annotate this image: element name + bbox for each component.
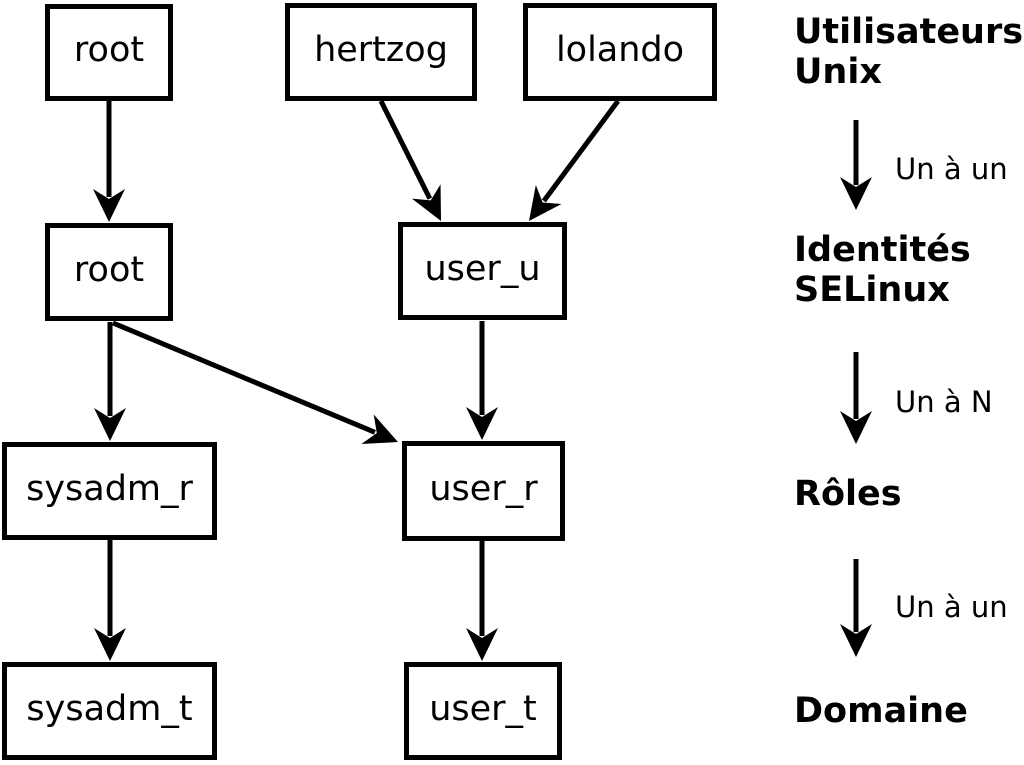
legend-heading-line: Unix xyxy=(794,52,882,92)
node-unix-user-root: root xyxy=(45,4,173,101)
node-selinux-identity-user-u: user_u xyxy=(398,222,567,320)
legend-heading-line: Domaine xyxy=(794,691,968,731)
node-domain-sysadm-t: sysadm_t xyxy=(2,662,217,760)
legend-relation-one-to-one: Un à un xyxy=(895,152,1008,186)
edge-unix-lolando-to-selinux-user-u xyxy=(529,99,621,222)
node-role-user-r: user_r xyxy=(402,441,565,541)
legend-heading-line: Utilisateurs xyxy=(794,12,1024,52)
legend-heading-line: Rôles xyxy=(794,474,902,514)
legend-heading-domain: Domaine xyxy=(794,691,968,731)
edge-unix-hertzog-to-selinux-user-u xyxy=(378,99,442,221)
node-selinux-identity-root: root xyxy=(45,223,173,321)
legend-heading-line: SELinux xyxy=(794,270,950,310)
node-unix-user-hertzog: hertzog xyxy=(285,3,477,101)
legend-heading-unix-users: Utilisateurs Unix xyxy=(794,12,1023,92)
legend-heading-selinux-identities: Identités SELinux xyxy=(794,230,971,310)
legend-heading-line: Identités xyxy=(794,230,971,270)
legend-relation-one-to-n: Un à N xyxy=(895,385,993,419)
edge-selinux-root-to-role-user-r xyxy=(112,320,398,445)
node-role-sysadm-r: sysadm_r xyxy=(2,442,217,540)
node-unix-user-lolando: lolando xyxy=(523,3,717,101)
node-domain-user-t: user_t xyxy=(404,662,562,760)
legend-heading-roles: Rôles xyxy=(794,474,902,514)
legend-relation-one-to-one: Un à un xyxy=(895,590,1008,624)
